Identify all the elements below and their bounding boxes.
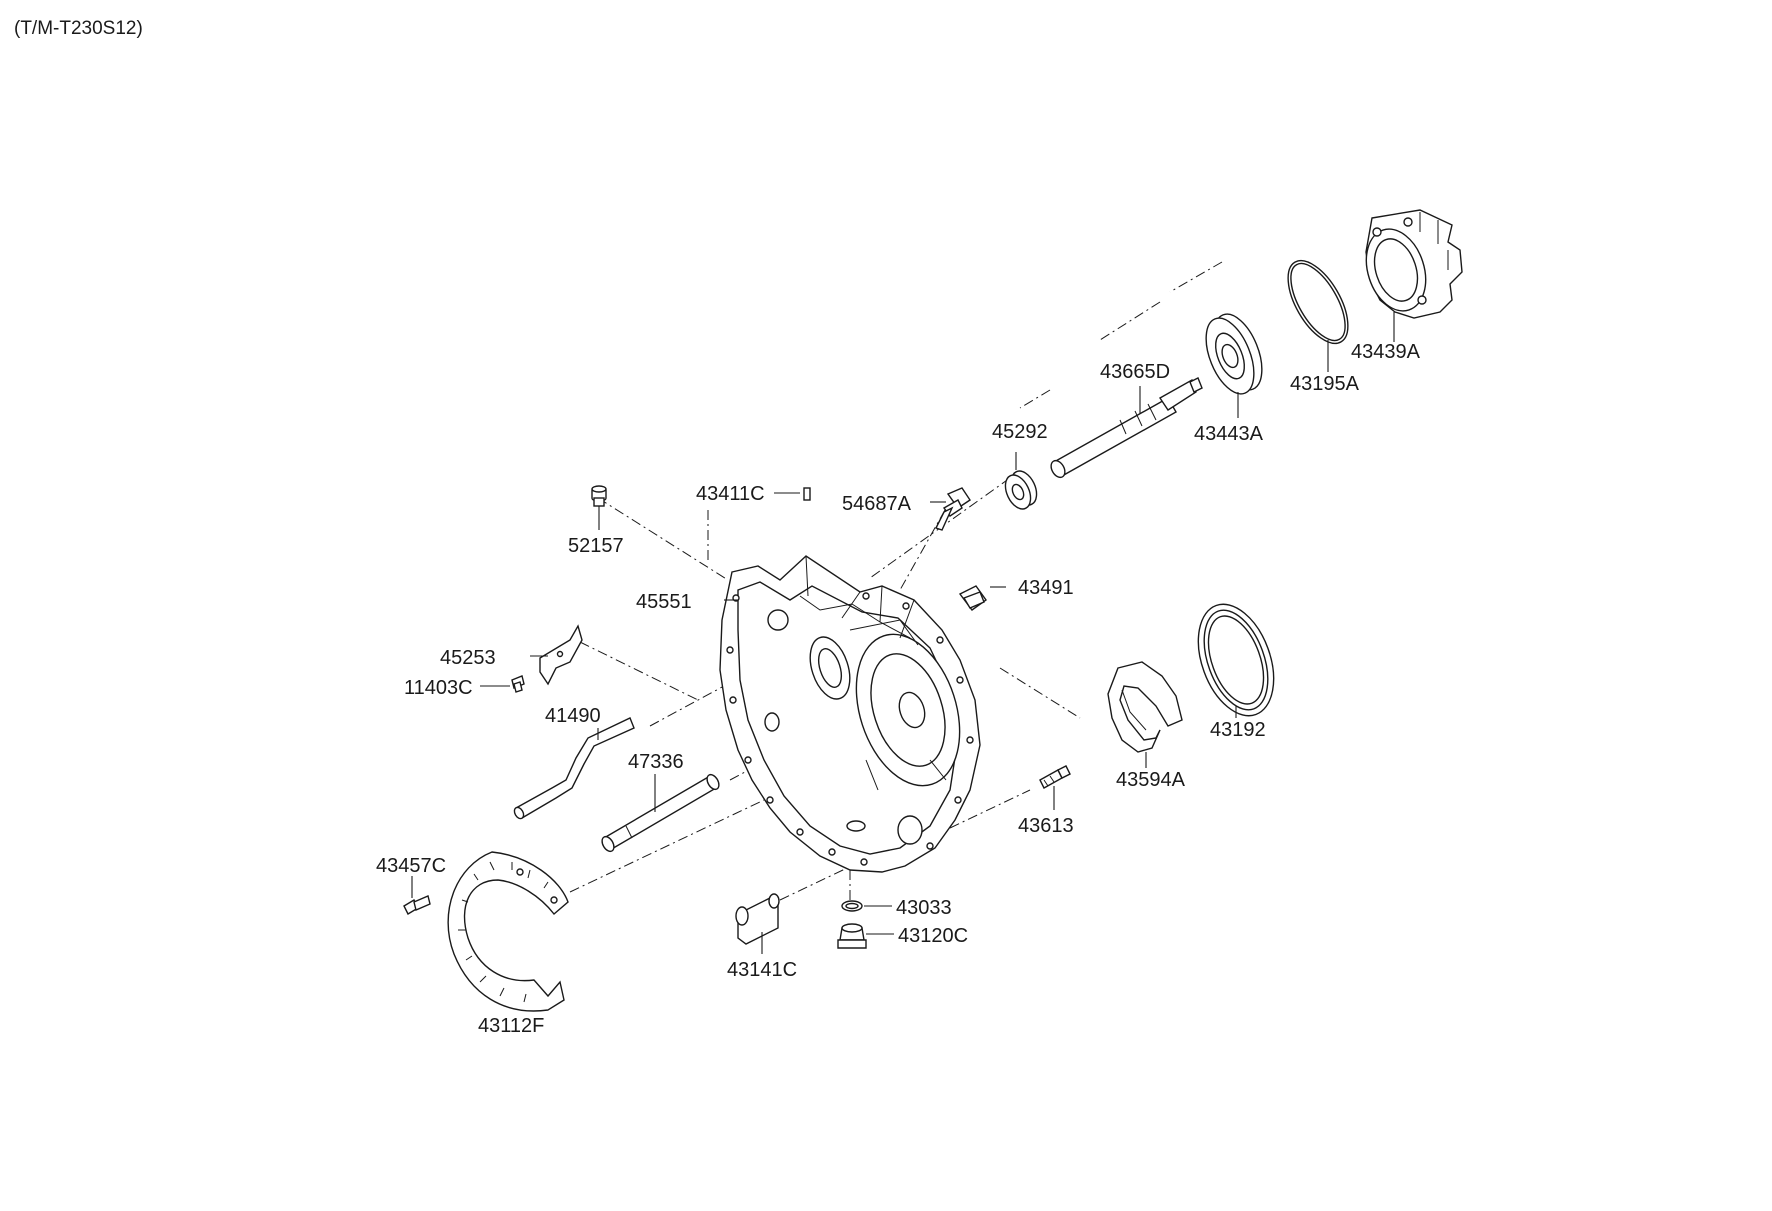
label-43192: 43192	[1210, 719, 1266, 741]
leader-lines	[411, 312, 1395, 954]
part-45551-transmission-case	[719, 555, 981, 873]
part-11403C-bolt	[511, 675, 525, 693]
part-43457C-bolt	[403, 895, 431, 915]
part-43439A-housing	[1365, 209, 1463, 319]
part-43411C-pin	[803, 487, 811, 501]
part-number-labels: 43439A 43195A 43443A 43665D 45292 43411C…	[376, 341, 1421, 1037]
label-11403C: 11403C	[404, 677, 473, 699]
label-54687A: 54687A	[842, 493, 912, 515]
label-43112F: 43112F	[478, 1015, 544, 1037]
label-43141C: 43141C	[727, 959, 797, 981]
label-45292: 45292	[992, 421, 1048, 443]
part-43112F-cover-plate	[447, 851, 569, 1012]
label-41490: 41490	[545, 705, 601, 727]
label-43613: 43613	[1018, 815, 1074, 837]
label-43033: 43033	[896, 897, 952, 919]
label-43120C: 43120C	[898, 925, 968, 947]
part-43033-washer	[841, 900, 863, 912]
part-43195A-o-ring	[1287, 259, 1349, 345]
label-43594A: 43594A	[1116, 769, 1186, 791]
diagram-title: (T/M-T230S12)	[14, 18, 143, 39]
label-43195A: 43195A	[1290, 373, 1360, 395]
label-45253: 45253	[440, 647, 496, 669]
part-47336-rod	[601, 773, 720, 853]
part-52157-plug	[591, 485, 607, 507]
label-43457C: 43457C	[376, 855, 446, 877]
part-43594A-tone-ring	[1107, 661, 1183, 753]
label-43443A: 43443A	[1194, 423, 1264, 445]
part-43491-plug	[958, 585, 987, 611]
label-45551: 45551	[636, 591, 692, 613]
part-41490-pipe	[513, 717, 635, 820]
label-47336: 47336	[628, 751, 684, 773]
label-43491: 43491	[1018, 577, 1074, 599]
part-54687A-bolt	[935, 487, 971, 531]
part-43120C-drain-plug	[837, 923, 867, 949]
part-43665D-shaft	[1050, 377, 1203, 479]
part-43443A-bearing	[1205, 313, 1263, 395]
part-45253-bracket	[539, 624, 583, 686]
label-43411C: 43411C	[696, 483, 765, 505]
label-43439A: 43439A	[1351, 341, 1421, 363]
label-43665D: 43665D	[1100, 361, 1170, 383]
part-45292-seal	[1004, 470, 1038, 510]
label-52157: 52157	[568, 535, 624, 557]
part-43192-seal-ring	[1197, 603, 1275, 717]
part-43141C-sleeve	[735, 893, 780, 945]
part-43613-bolt	[1039, 765, 1071, 789]
